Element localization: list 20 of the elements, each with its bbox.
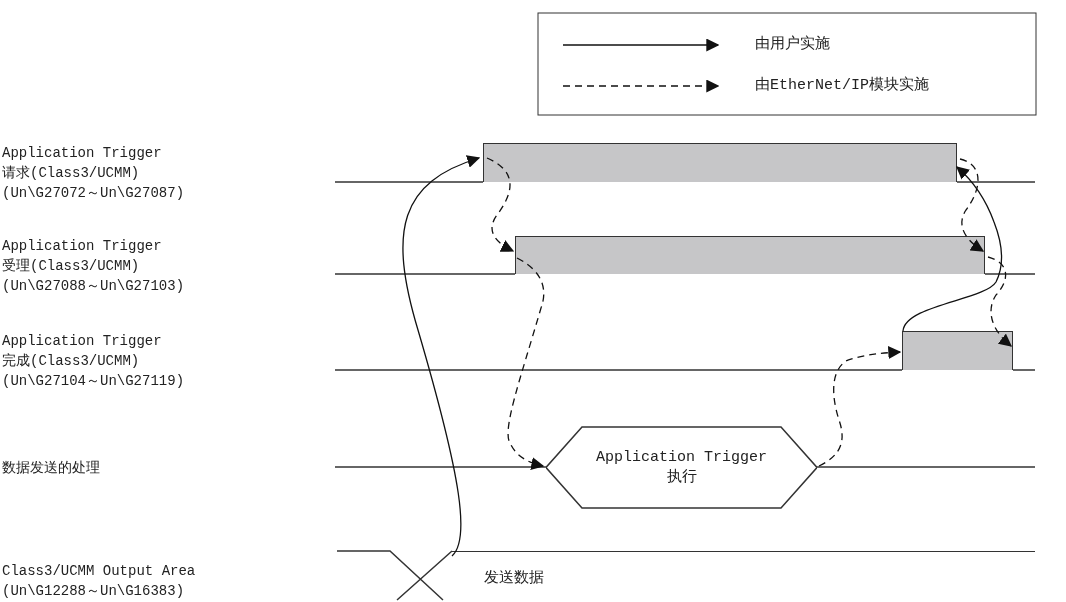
signal-name: 数据发送的处理 — [2, 459, 101, 478]
signal-pulse — [515, 236, 985, 274]
process-label: Application Trigger 执行 — [595, 448, 768, 488]
arrow — [507, 257, 545, 470]
process-hexagon — [546, 426, 817, 509]
signal-name: Class3/UCMM Output Area (Un\G12288～Un\G16383) — [2, 562, 197, 601]
signal-name: Application Trigger 受理(Class3/UCMM) (Un\G27088～Un\G27103) — [2, 237, 186, 296]
data-label: 发送数据 — [484, 569, 544, 587]
signal-pulse — [483, 143, 957, 182]
arrow — [818, 346, 902, 467]
arrow — [987, 256, 1012, 347]
arrow — [902, 166, 1003, 332]
arrow — [959, 158, 985, 252]
arrow — [486, 157, 515, 252]
signal-pulse — [902, 331, 1013, 370]
legend-label: 由用户实施 — [755, 35, 830, 55]
legend-label: 由EtherNet/IP模块实施 — [755, 76, 930, 96]
signal-name: Application Trigger 完成(Class3/UCMM) (Un\G27104～Un\G27119) — [2, 332, 186, 391]
signal-name: Application Trigger 请求(Class3/UCMM) (Un\G27072～Un\G27087) — [2, 144, 186, 203]
arrow — [402, 155, 481, 557]
